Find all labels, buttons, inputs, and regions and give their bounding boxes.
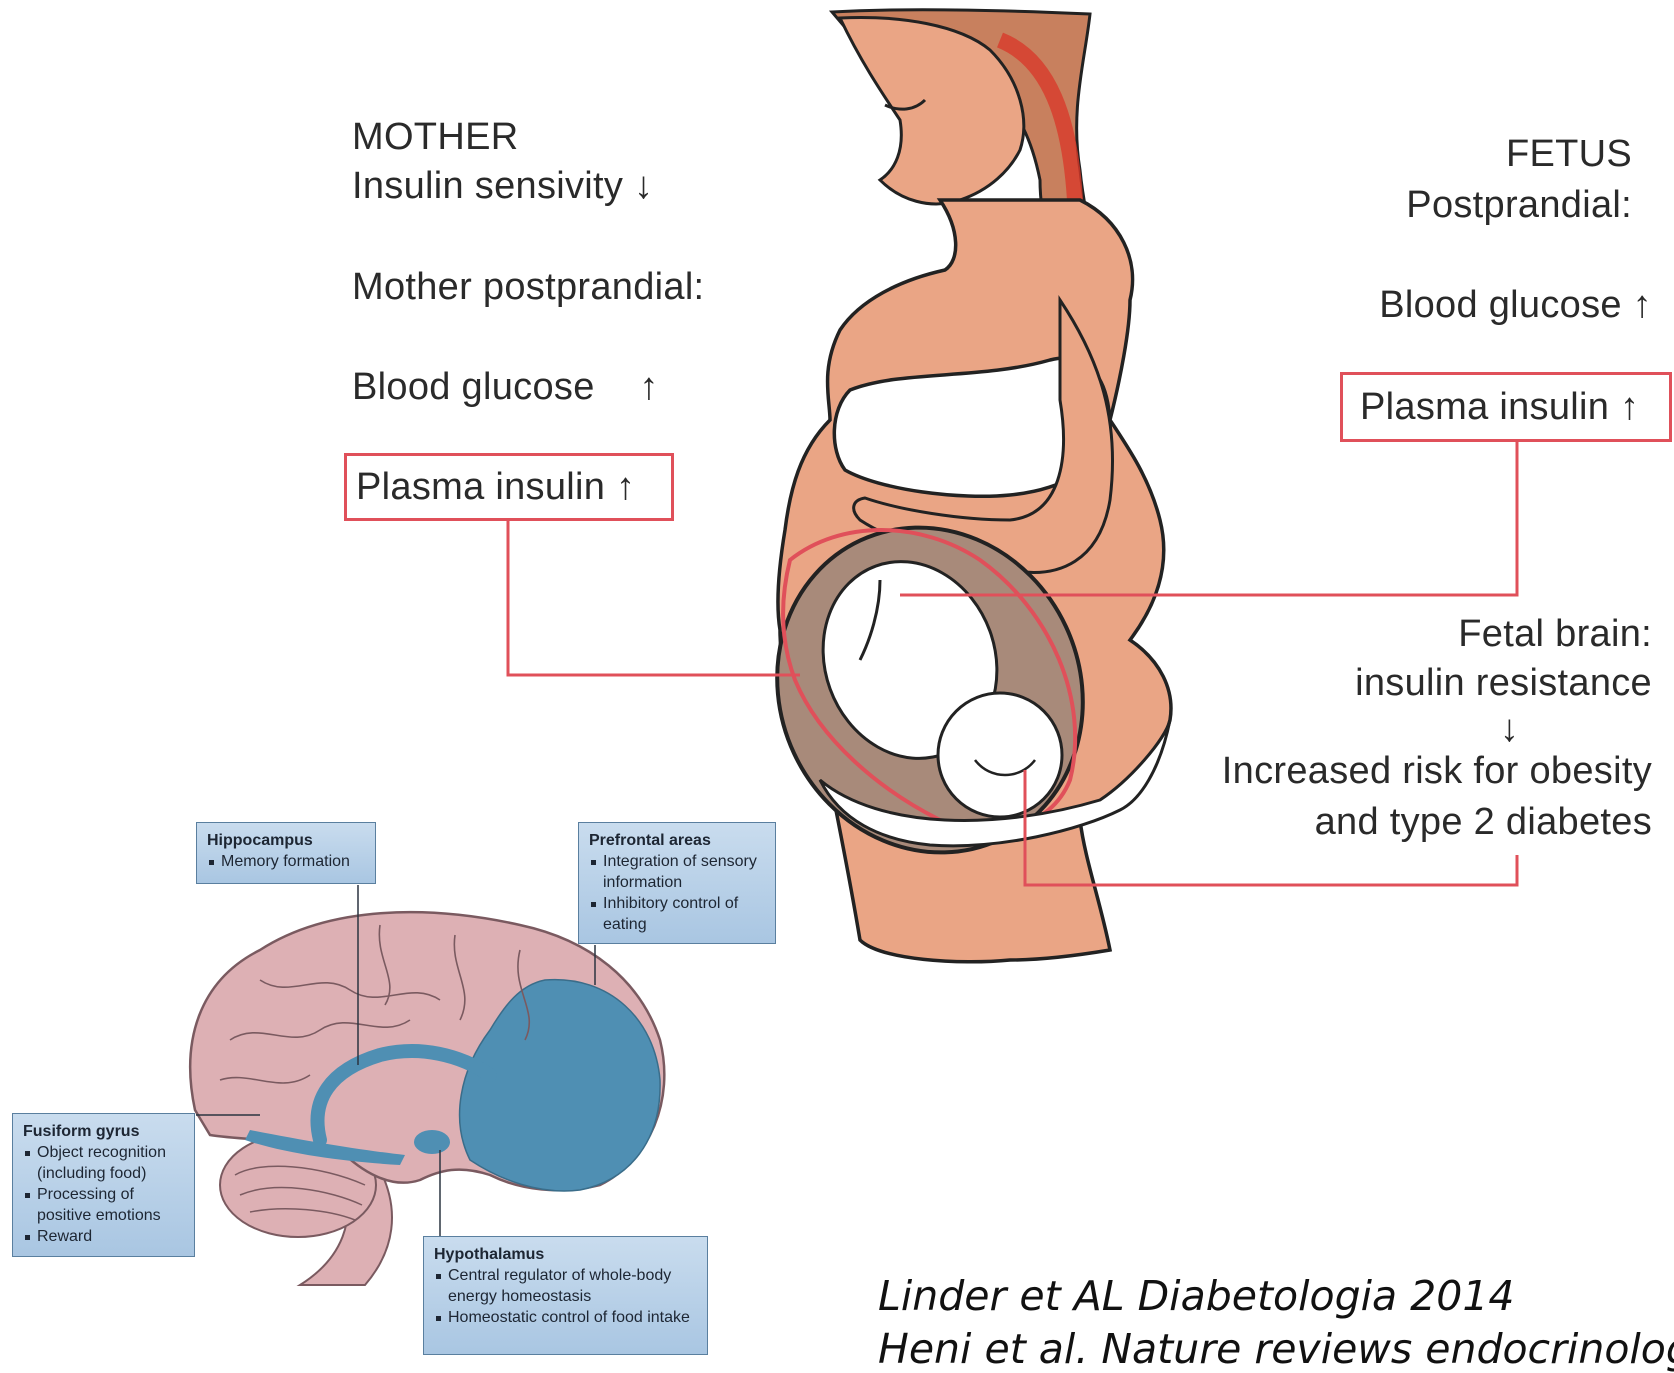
fetus-plasma-insulin: Plasma insulin ↑ (1360, 386, 1639, 429)
mother-insulin-sensitivity: Insulin sensivity ↓ (352, 165, 653, 208)
fetus-plasma-insulin-label: Plasma insulin (1360, 386, 1609, 428)
citation-line2: Heni et al. Nature reviews endocrinology (878, 1325, 1674, 1373)
fusiform-box: Fusiform gyrus Object recognition (inclu… (12, 1113, 195, 1257)
fusiform-item: Reward (23, 1226, 184, 1247)
mother-insulin-connector (508, 520, 800, 675)
insulin-resistance-label: insulin resistance (1355, 662, 1652, 705)
risk-label-line2: and type 2 diabetes (1315, 801, 1652, 844)
prefrontal-box: Prefrontal areas Integration of sensory … (578, 822, 776, 944)
hypothalamus-title: Hypothalamus (434, 1244, 697, 1265)
mother-plasma-insulin-label: Plasma insulin (356, 466, 605, 508)
mother-plasma-insulin: Plasma insulin ↑ (356, 466, 635, 509)
fetus-blood-glucose-label: Blood glucose (1379, 284, 1622, 326)
fusiform-title: Fusiform gyrus (23, 1121, 184, 1142)
prefrontal-item: Integration of sensory information (589, 851, 765, 893)
fetus-blood-glucose: Blood glucose ↑ (1379, 284, 1652, 327)
prefrontal-title: Prefrontal areas (589, 830, 765, 851)
hippocampus-box: Hippocampus Memory formation (196, 822, 376, 884)
mother-insulin-sensitivity-label: Insulin sensivity (352, 165, 623, 207)
brain-illustration (190, 912, 664, 1285)
mother-title: MOTHER (352, 116, 518, 159)
risk-label-line1: Increased risk for obesity (1222, 750, 1652, 793)
hypothalamus-item: Homeostatic control of food intake (434, 1307, 697, 1328)
fusiform-item: Object recognition (including food) (23, 1142, 184, 1184)
mother-postprandial: Mother postprandial: (352, 266, 704, 309)
hippocampus-item: Memory formation (207, 851, 365, 872)
down-arrow-icon: ↓ (1500, 708, 1519, 751)
hippocampus-title: Hippocampus (207, 830, 365, 851)
mother-blood-glucose-label: Blood glucose (352, 366, 595, 408)
mother-blood-glucose: Blood glucose ↑ (352, 366, 659, 409)
fetus-title: FETUS (1506, 133, 1632, 176)
hypothalamus-box: Hypothalamus Central regulator of whole-… (423, 1236, 708, 1355)
fetus-head (938, 693, 1062, 817)
hypothalamus-region (414, 1130, 450, 1154)
fetal-brain-label: Fetal brain: (1458, 613, 1652, 656)
up-arrow-icon: ↑ (1620, 386, 1639, 428)
up-arrow-icon: ↑ (639, 366, 658, 408)
prefrontal-item: Inhibitory control of eating (589, 893, 765, 935)
down-arrow-icon: ↓ (634, 165, 653, 207)
fetus-postprandial: Postprandial: (1406, 184, 1632, 227)
citation-line1: Linder et AL Diabetologia 2014 (878, 1272, 1515, 1320)
up-arrow-icon: ↑ (1633, 284, 1652, 326)
up-arrow-icon: ↑ (616, 466, 635, 508)
fusiform-item: Processing of positive emotions (23, 1184, 184, 1226)
hypothalamus-item: Central regulator of whole-body energy h… (434, 1265, 697, 1307)
